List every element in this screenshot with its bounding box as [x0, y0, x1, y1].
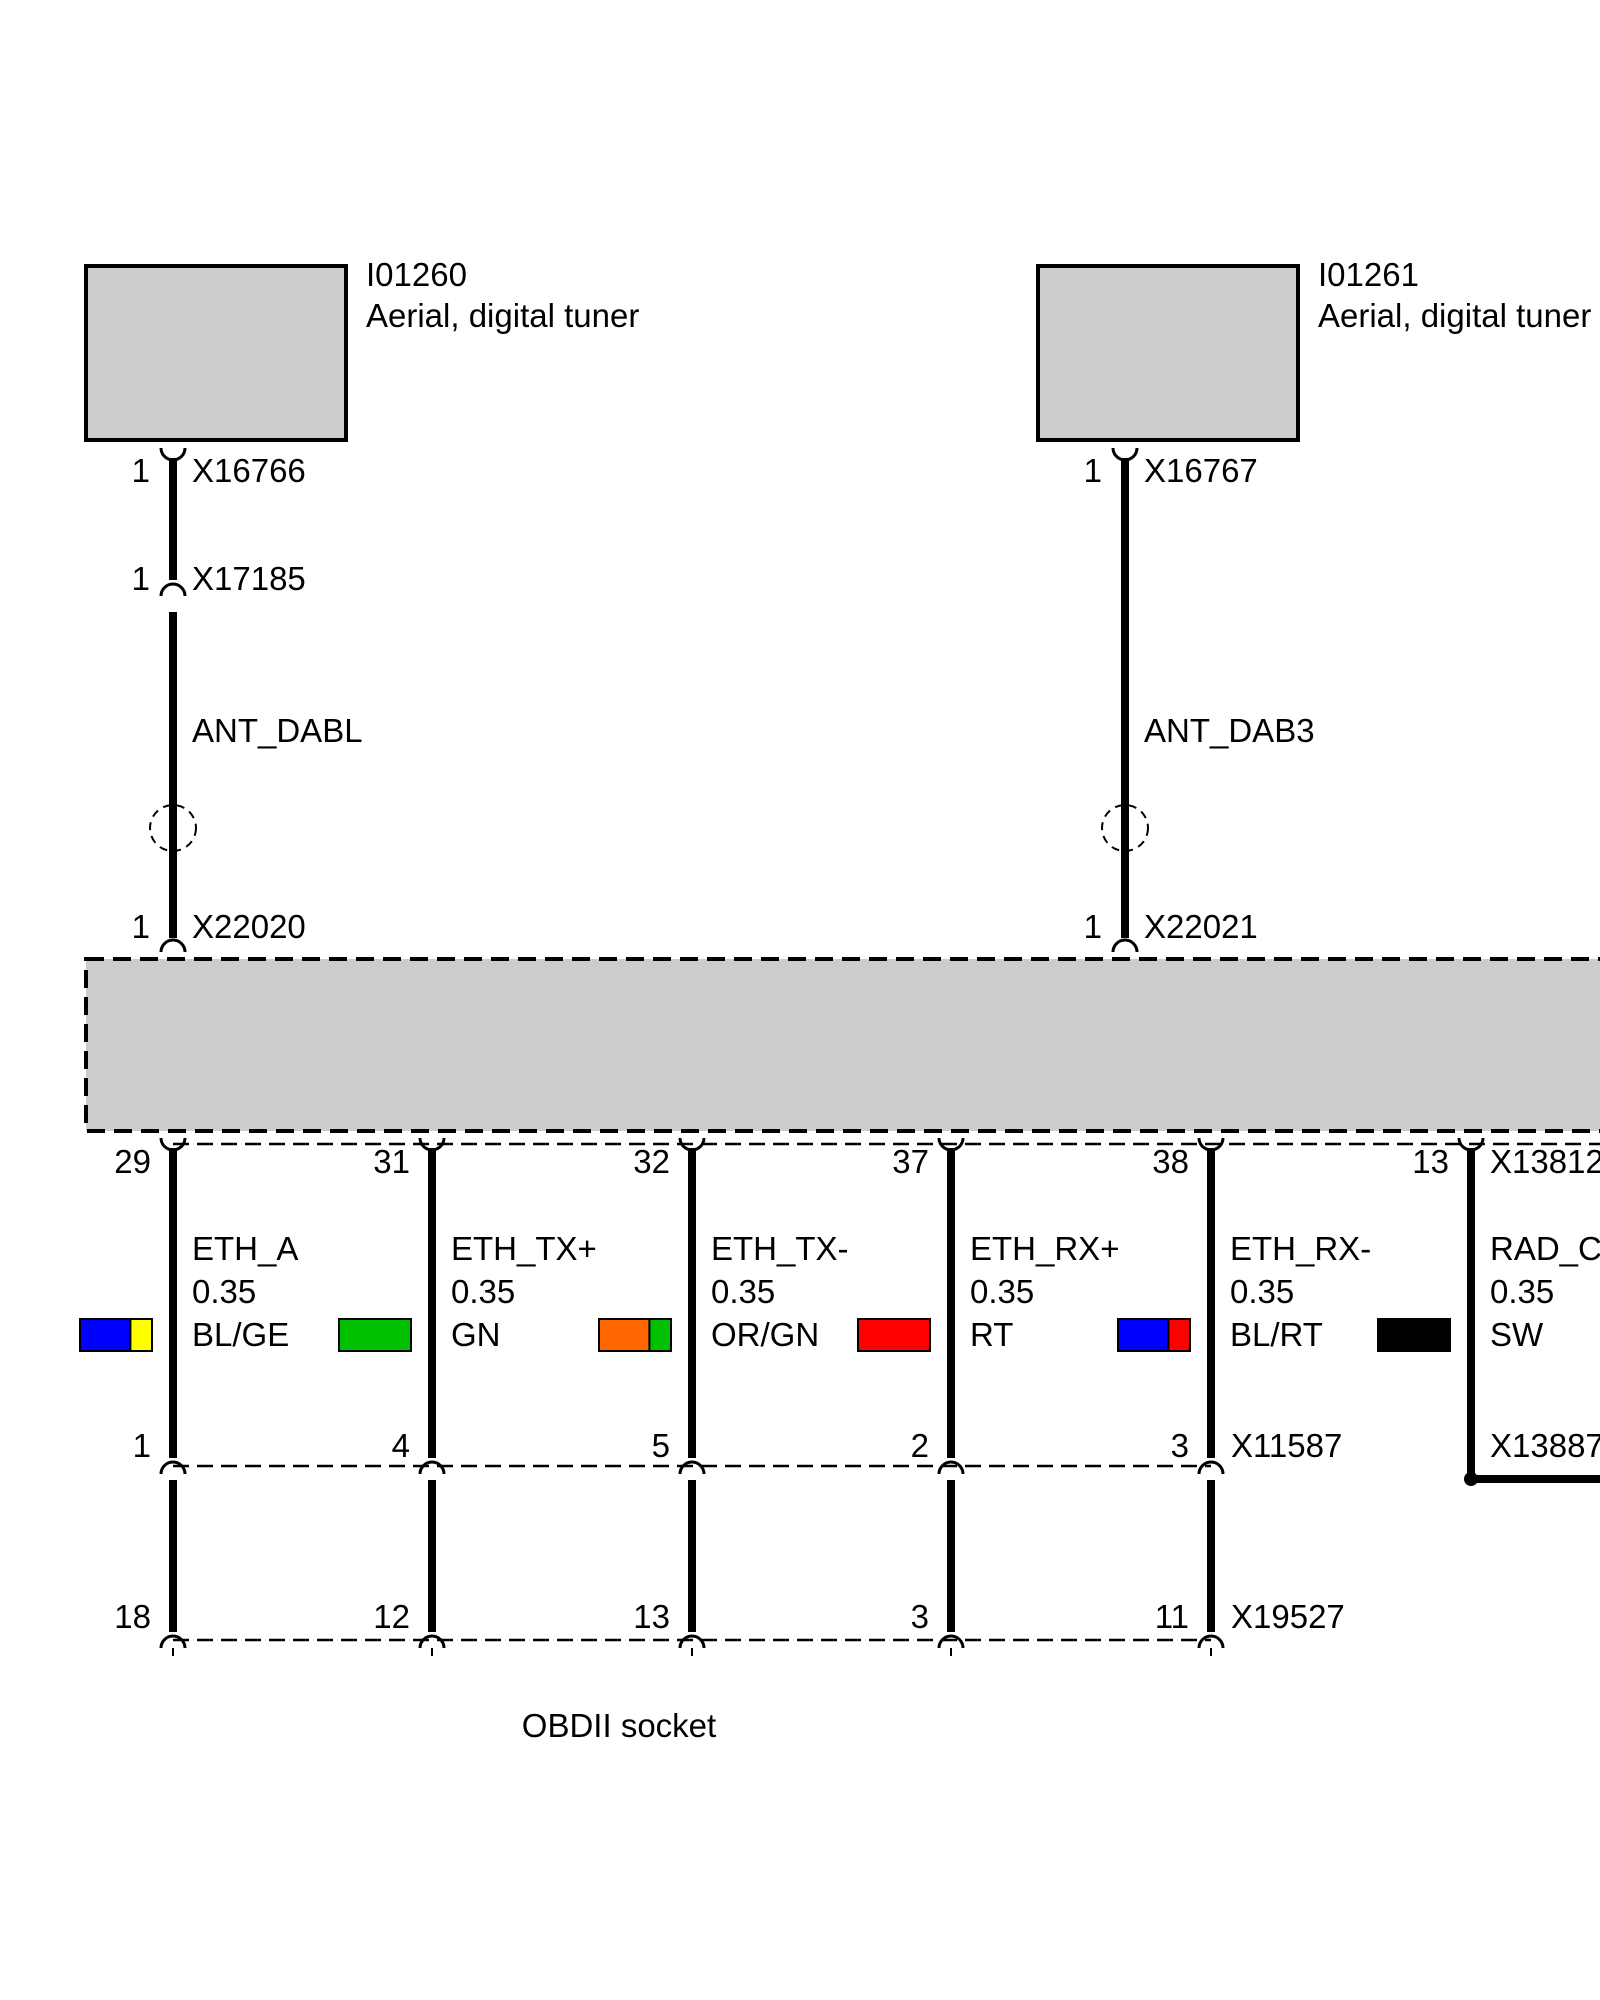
wire-1-signal: ETH_A [192, 1230, 298, 1267]
antenna-line-right [1101, 447, 1149, 953]
wire-2-signal: ETH_TX+ [451, 1230, 597, 1267]
wire-2-bottom-pin-icon [418, 1634, 446, 1649]
connector-middle-right: X13887 [1490, 1427, 1600, 1464]
wire-3-bottom-pin: 13 [633, 1598, 670, 1635]
wire-2-swatch-primary [339, 1319, 411, 1351]
wire-2-size: 0.35 [451, 1273, 515, 1310]
wire-5-top-pin: 38 [1152, 1143, 1189, 1180]
wire-5-mid-pin: 3 [1171, 1427, 1189, 1464]
ant-left-bottom-connector: X22020 [192, 908, 306, 945]
wire-1-bottom-pin-icon [159, 1634, 187, 1649]
connector-upper-right: X13812 [1490, 1143, 1600, 1180]
ant-right-signal: ANT_DAB3 [1144, 712, 1315, 749]
wire-3-mid-pin: 5 [652, 1427, 670, 1464]
wire-4-size: 0.35 [970, 1273, 1034, 1310]
wire-1-top-pin: 29 [114, 1143, 151, 1180]
aerial-right-id: I01261 [1318, 256, 1419, 293]
wire-3-mid-pin-icon [678, 1460, 706, 1475]
wire-3-signal: ETH_TX- [711, 1230, 849, 1267]
wire-3-swatch-border [598, 1318, 672, 1352]
aerial-left-box[interactable] [84, 264, 348, 442]
wire-1-swatch-secondary [130, 1319, 152, 1351]
wire-5-color-code: BL/RT [1230, 1316, 1323, 1353]
obd-socket-label: OBDII socket [522, 1707, 716, 1744]
wire-5-mid-pin-icon [1197, 1460, 1225, 1475]
wire-3-color-code: OR/GN [711, 1316, 819, 1353]
wire-5-size: 0.35 [1230, 1273, 1294, 1310]
aerial-right-box[interactable] [1036, 264, 1300, 442]
wire-4-swatch-border [857, 1318, 931, 1352]
wire-4-top-pin: 37 [892, 1143, 929, 1180]
wire-3-top-pin: 32 [633, 1143, 670, 1180]
wire-5-bottom-pin: 11 [1155, 1598, 1189, 1635]
wire-3-swatch-secondary [649, 1319, 671, 1351]
ant-left-mid-pin: 1 [132, 560, 150, 597]
wire-3-swatch-primary [599, 1319, 650, 1351]
wire-5-swatch-primary [1118, 1319, 1169, 1351]
wire-1-color-code: BL/GE [192, 1316, 289, 1353]
wire-2-color-code: GN [451, 1316, 501, 1353]
ant-right-top-connector: X16767 [1144, 452, 1258, 489]
wire-6-color-code: SW [1490, 1316, 1544, 1353]
wire-5-bottom-pin-icon [1197, 1634, 1225, 1649]
control-unit-box[interactable] [84, 957, 1600, 1133]
ant-left-mid-connector: X17185 [192, 560, 306, 597]
wire-5-signal: ETH_RX- [1230, 1230, 1371, 1267]
wire-1-swatch-primary [80, 1319, 131, 1351]
ant-left-signal: ANT_DABL [192, 712, 363, 749]
ant-right-bottom-connector: X22021 [1144, 908, 1258, 945]
wire-3-bottom-pin-icon [678, 1634, 706, 1649]
antenna-line-left [149, 447, 197, 953]
wire-6-size: 0.35 [1490, 1273, 1554, 1310]
wire-3-size: 0.35 [711, 1273, 775, 1310]
wire-2-swatch-border [338, 1318, 412, 1352]
ant-right-top-pin: 1 [1084, 452, 1102, 489]
connector-middle: X11587 [1231, 1427, 1342, 1464]
wire-4-bottom-pin: 3 [911, 1598, 929, 1635]
ant-left-bottom-pin: 1 [132, 908, 150, 945]
wire-2-mid-pin: 4 [392, 1427, 410, 1464]
wire-5-swatch-border [1117, 1318, 1191, 1352]
aerial-right-name: Aerial, digital tuner [1318, 297, 1591, 334]
wire-5-swatch-secondary [1168, 1319, 1190, 1351]
wire-4-color-code: RT [970, 1316, 1013, 1353]
ant-left-top-connector: X16766 [192, 452, 306, 489]
wire-4-bottom-pin-icon [937, 1634, 965, 1649]
wire-1-swatch-border [79, 1318, 153, 1352]
wire-6-swatch-border [1377, 1318, 1451, 1352]
wire-6-swatch-primary [1378, 1319, 1450, 1351]
wire-4-mid-pin: 2 [911, 1427, 929, 1464]
wire-6-top-pin: 13 [1412, 1143, 1449, 1180]
wire-6-signal: RAD_C [1490, 1230, 1600, 1267]
ant-left-top-pin: 1 [132, 452, 150, 489]
aerial-left-name: Aerial, digital tuner [366, 297, 639, 334]
wire-1-mid-pin-icon [159, 1460, 187, 1475]
wire-2-mid-pin-icon [418, 1460, 446, 1475]
wire-4-swatch-primary [858, 1319, 930, 1351]
wire-1-mid-pin: 1 [133, 1427, 151, 1464]
wire-4-signal: ETH_RX+ [970, 1230, 1119, 1267]
wire-6-junction-dot [1464, 1472, 1478, 1486]
connector-bottom: X19527 [1231, 1598, 1345, 1635]
aerial-left-id: I01260 [366, 256, 467, 293]
wire-4-mid-pin-icon [937, 1460, 965, 1475]
wire-2-top-pin: 31 [373, 1143, 410, 1180]
wire-1-size: 0.35 [192, 1273, 256, 1310]
wire-1-bottom-pin: 18 [114, 1598, 151, 1635]
wire-2-bottom-pin: 12 [373, 1598, 410, 1635]
ant-right-bottom-pin: 1 [1084, 908, 1102, 945]
